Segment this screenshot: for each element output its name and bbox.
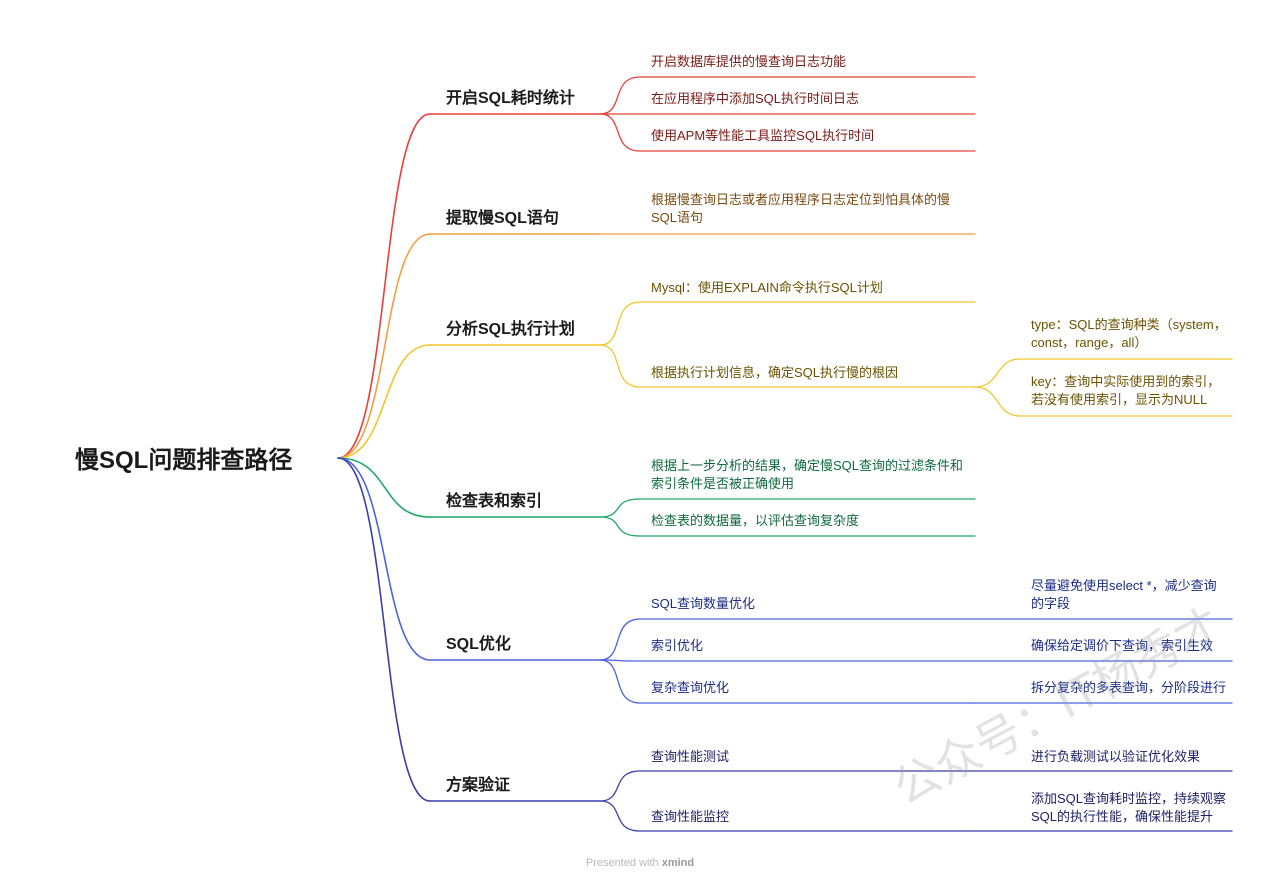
leaf-topic[interactable]: 开启数据库提供的慢查询日志功能: [651, 54, 847, 69]
sub-leaf-topic[interactable]: 拆分复杂的多表查询，分阶段进行: [1031, 680, 1227, 695]
root-branch-connector: [337, 344, 431, 459]
branch-item-connector: [599, 113, 976, 152]
branch-topic-extract-slow-sql[interactable]: 提取慢SQL语句: [446, 210, 559, 227]
leaf-topic[interactable]: 查询性能测试: [651, 749, 730, 764]
leaf-topic[interactable]: 索引优化: [651, 638, 704, 653]
branch-item-connector: [599, 659, 976, 704]
branch-topic-check-table-index[interactable]: 检查表和索引: [446, 493, 543, 510]
root-branch-connector: [337, 457, 431, 802]
leaf-topic[interactable]: 查询性能监控: [651, 809, 730, 824]
branch-item-connector: [599, 800, 976, 832]
sub-leaf-topic[interactable]: 尽量避免使用select *，减少查询的字段: [1031, 578, 1217, 611]
branch-topic-analyze-plan[interactable]: 分析SQL执行计划: [446, 321, 575, 338]
footer-prefix: Presented with: [585, 857, 659, 869]
root-branch-connector: [337, 457, 431, 661]
sub-leaf-topic[interactable]: 进行负载测试以验证优化效果: [1031, 749, 1201, 764]
branch-item-connector: [599, 516, 976, 537]
leaf-topic[interactable]: SQL查询数量优化: [651, 596, 756, 611]
sub-connector: [974, 358, 1233, 388]
sub-leaf-topic[interactable]: 添加SQL查询耗时监控，持续观察SQL的执行性能，确保性能提升: [1031, 791, 1227, 824]
leaf-topic[interactable]: 根据慢查询日志或者应用程序日志定位到怕具体的慢SQL语句: [651, 192, 951, 225]
footer-brand: xmind: [661, 857, 695, 869]
root-branch-connector: [337, 233, 431, 459]
branch-item-connector: [599, 301, 976, 346]
sub-leaf-topic[interactable]: key：查询中实际使用到的索引，若没有使用索引，显示为NULL: [1031, 374, 1221, 407]
footer: Presented with xmind: [0, 857, 1280, 869]
branch-item-connector: [599, 770, 976, 802]
branch-topic-sql-optimize[interactable]: SQL优化: [446, 636, 511, 653]
branch-item-connector: [599, 659, 976, 662]
sub-leaf-topic[interactable]: 确保给定调价下查询，索引生效: [1031, 638, 1214, 653]
leaf-topic[interactable]: 复杂查询优化: [651, 680, 730, 695]
branch-item-connector: [599, 498, 976, 518]
root-topic[interactable]: 慢SQL问题排查路径: [75, 447, 293, 474]
branch-item-connector: [599, 618, 976, 661]
branch-topic-enable-timing[interactable]: 开启SQL耗时统计: [446, 90, 575, 107]
branch-item-connector: [599, 76, 976, 115]
root-branch-connector: [337, 113, 431, 459]
leaf-topic[interactable]: 使用APM等性能工具监控SQL执行时间: [651, 128, 875, 143]
leaf-topic[interactable]: 检查表的数据量，以评估查询复杂度: [651, 513, 860, 528]
leaf-topic[interactable]: Mysql：使用EXPLAIN命令执行SQL计划: [651, 280, 883, 295]
leaf-topic[interactable]: 在应用程序中添加SQL执行时间日志: [651, 91, 860, 106]
branch-item-connector: [599, 344, 976, 388]
root-branch-connector: [337, 457, 431, 518]
leaf-topic[interactable]: 根据执行计划信息，确定SQL执行慢的根因: [651, 365, 899, 380]
sub-leaf-topic[interactable]: type：SQL的查询种类（system，const，range，all）: [1031, 317, 1227, 350]
branch-topic-verify[interactable]: 方案验证: [446, 777, 511, 794]
sub-connector: [974, 386, 1233, 417]
leaf-topic[interactable]: 根据上一步分析的结果，确定慢SQL查询的过滤条件和索引条件是否被正确使用: [651, 458, 964, 491]
